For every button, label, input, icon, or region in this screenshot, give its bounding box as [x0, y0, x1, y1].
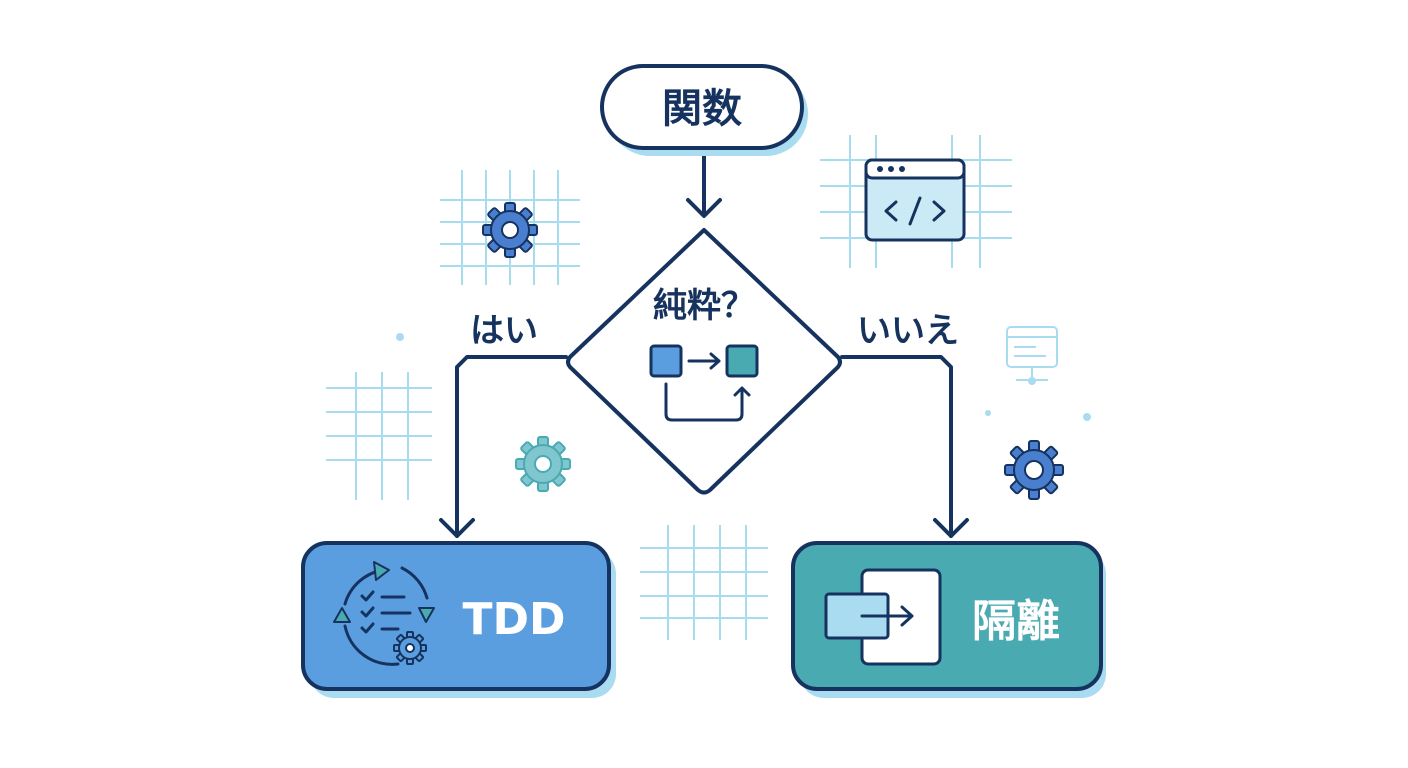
isolation-node: 隔離	[791, 541, 1106, 698]
code-window-icon	[864, 158, 966, 242]
connector-lines	[439, 148, 969, 538]
gear-icon	[393, 631, 427, 665]
start-node-label: 関数	[662, 86, 742, 132]
decision-node: 純粋？	[566, 228, 842, 495]
tdd-node-label: TDD	[462, 594, 565, 645]
no-branch-label: いいえ	[857, 311, 959, 351]
gear-icon	[482, 202, 538, 258]
gear-icon	[1004, 440, 1064, 500]
gear-icon	[515, 436, 571, 492]
yes-branch-label: はい	[470, 311, 538, 351]
tdd-node: TDD	[301, 541, 616, 698]
decision-node-label: 純粋？	[653, 286, 755, 326]
start-node: 関数	[600, 64, 808, 156]
grid-mid-left	[326, 372, 432, 500]
isolation-icon	[824, 568, 942, 666]
server-icon	[1006, 326, 1058, 385]
isolation-node-label: 隔離	[972, 596, 1060, 647]
grid-bottom-center	[640, 525, 768, 640]
decor-dots	[396, 333, 1091, 421]
tdd-cycle-icon	[333, 561, 435, 666]
pure-function-icon	[649, 344, 759, 422]
